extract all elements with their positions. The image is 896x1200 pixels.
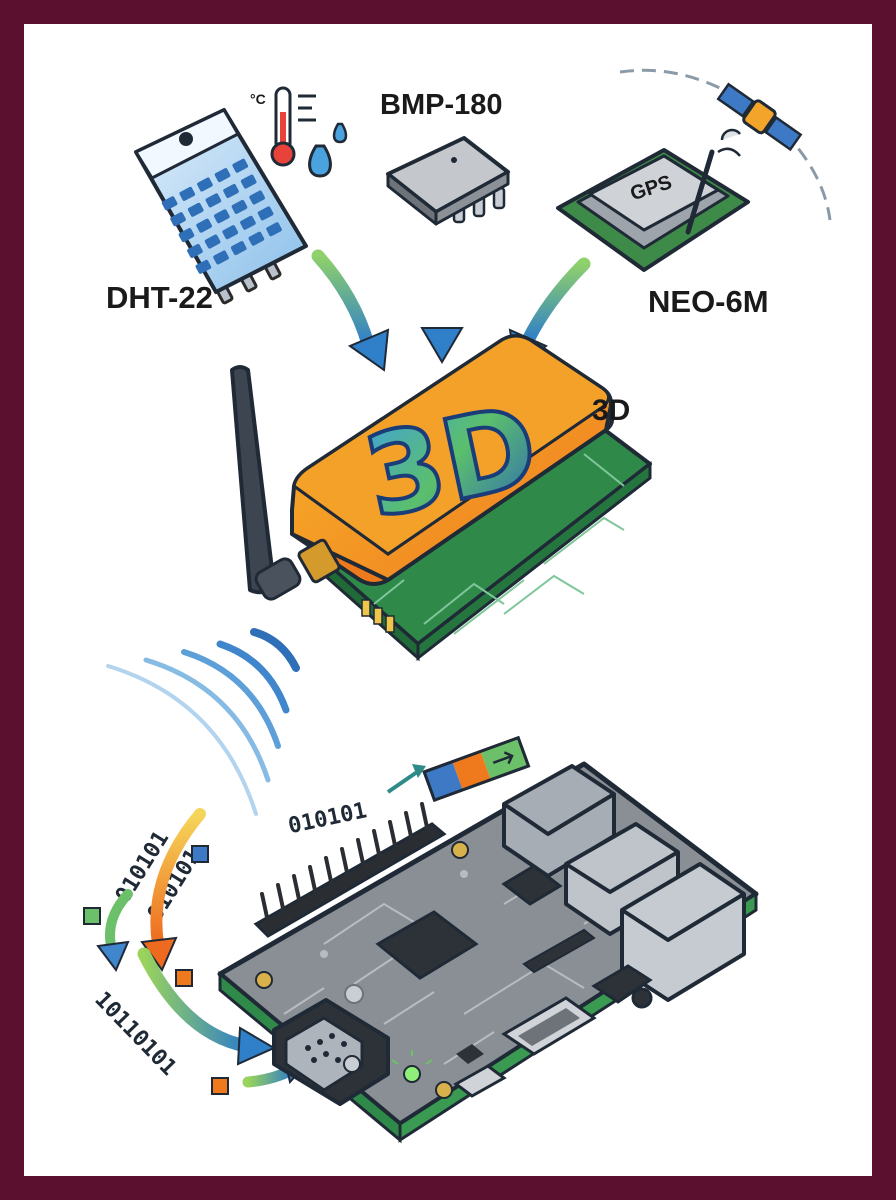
dht22-label: DHT-22 <box>106 280 213 315</box>
data-stream-top: 010101 <box>286 798 369 839</box>
data-flow-arrow-green <box>96 889 133 972</box>
data-flow-arrow-bottom-1 <box>137 947 277 1066</box>
gps-module-icon <box>556 148 750 272</box>
antenna-icon <box>230 365 302 601</box>
temperature-unit: °C <box>250 91 266 107</box>
diagram-canvas: °C DHT-22 BMP-180 GPS NEO-6M <box>83 68 832 1144</box>
data-bit-squares <box>83 845 229 1095</box>
radio-module-icon <box>290 334 652 662</box>
module-label: 3D <box>592 394 630 427</box>
thermometer-icon <box>270 86 316 167</box>
satellite-icon <box>619 68 832 221</box>
bmp180-chip-icon <box>386 136 510 226</box>
bmp180-label: BMP-180 <box>380 89 503 121</box>
dht22-sensor-icon <box>134 108 308 305</box>
dht22-to-module-arrow <box>311 249 390 372</box>
single-board-computer-icon <box>217 761 759 1144</box>
neo6m-label: NEO-6M <box>648 284 769 319</box>
data-packet-icon <box>422 735 531 803</box>
diagram-frame: °C DHT-22 BMP-180 GPS NEO-6M <box>24 24 872 1176</box>
water-drop-icon <box>308 122 348 178</box>
data-stream-arrow-top <box>386 764 426 794</box>
bmp180-to-module-arrow <box>420 231 464 364</box>
radio-waves-icon <box>106 628 300 816</box>
